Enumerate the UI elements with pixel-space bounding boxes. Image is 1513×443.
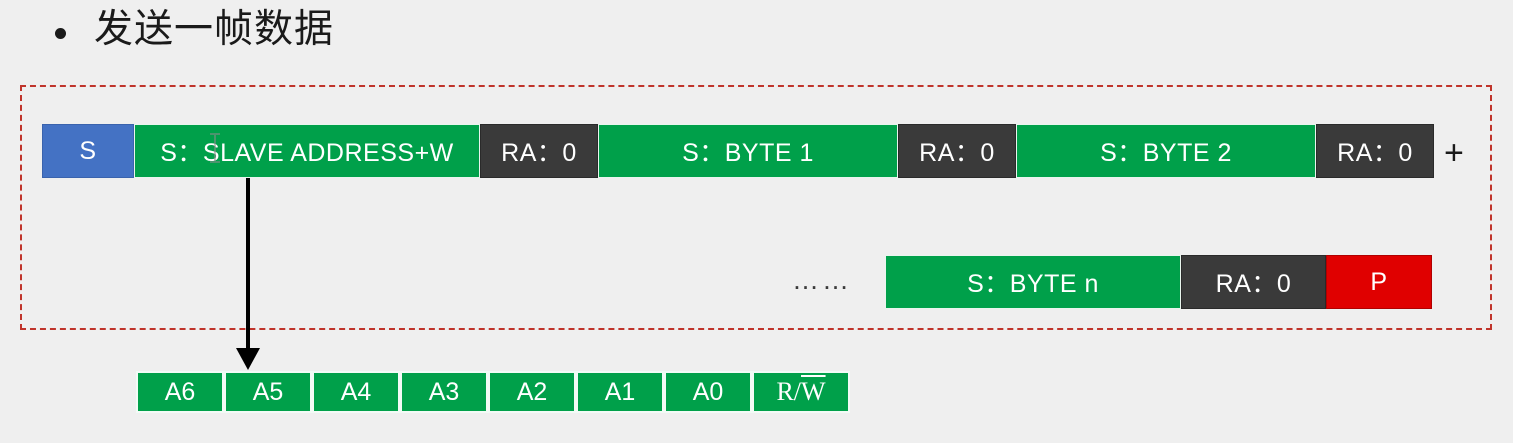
heading-text: 发送一帧数据 — [94, 8, 335, 51]
text-cursor-icon — [210, 133, 220, 163]
read-write-overlined-w: W — [801, 377, 826, 406]
callout-arrow-line — [246, 178, 250, 354]
slide-heading: 发送一帧数据 — [55, 8, 334, 53]
data-byte-n-block: S：BYTE n — [885, 255, 1181, 309]
frame-dashed-region — [20, 85, 1492, 330]
address-bit-read-write: R/W — [752, 371, 850, 413]
ack-block-3: RA：0 — [1316, 124, 1434, 178]
callout-arrow-head-icon — [236, 348, 260, 370]
data-byte-1-block: S：BYTE 1 — [598, 124, 898, 178]
address-bit-a0: A0 — [664, 371, 752, 413]
start-condition-block: S — [42, 124, 134, 178]
address-bit-a3: A3 — [400, 371, 488, 413]
text-cursor-stem — [214, 133, 216, 163]
ack-block-n: RA：0 — [1181, 255, 1326, 309]
address-bit-a1: A1 — [576, 371, 664, 413]
data-byte-2-block: S：BYTE 2 — [1016, 124, 1316, 178]
address-bit-a4: A4 — [312, 371, 400, 413]
address-bit-a5: A5 — [224, 371, 312, 413]
address-bit-a2: A2 — [488, 371, 576, 413]
frame-plus-sign: + — [1444, 134, 1464, 172]
address-bit-a6: A6 — [136, 371, 224, 413]
ack-block-1: RA：0 — [480, 124, 598, 178]
read-write-prefix: R/ — [776, 377, 802, 406]
bullet-point-icon — [55, 27, 66, 39]
ack-block-2: RA：0 — [898, 124, 1016, 178]
frame-ellipsis: …… — [792, 265, 852, 295]
stop-condition-block: P — [1326, 255, 1432, 309]
slave-address-write-block: S：SLAVE ADDRESS+W — [134, 124, 480, 178]
